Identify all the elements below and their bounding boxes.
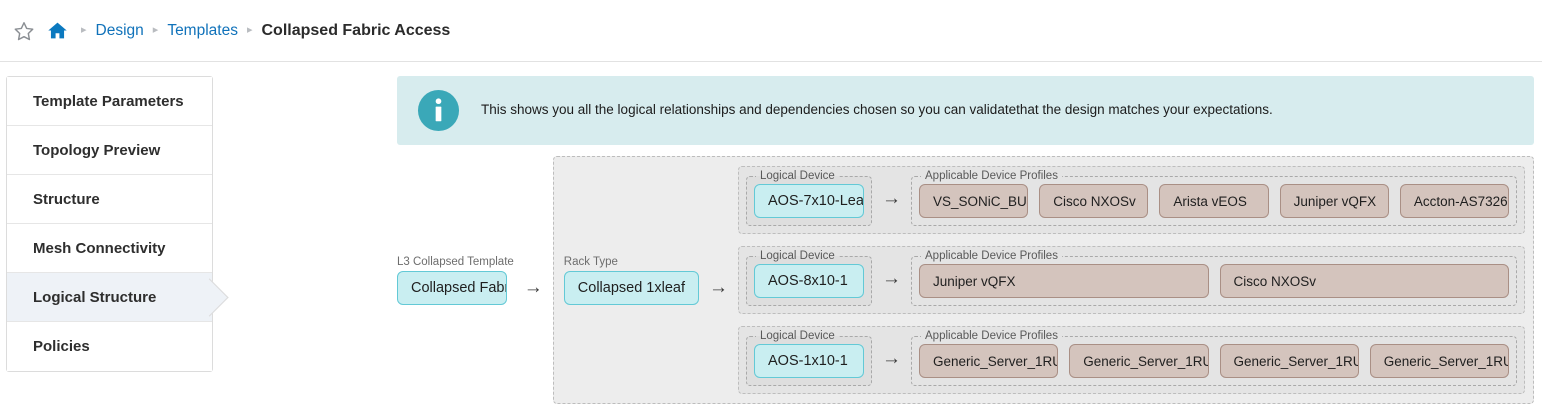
logical-device-rows: Logical Device AOS-7x10-Leaf → Applicabl… <box>738 166 1525 394</box>
device-profile-chip[interactable]: Generic_Server_1RU_1x1... <box>1219 344 1359 378</box>
device-profile-chip[interactable]: Generic_Server_1RU_1x1... <box>1069 344 1209 378</box>
arrow-rack-to-devices: → <box>709 277 728 298</box>
l3-collapsed-template-node: L3 Collapsed Template Collapsed Fabr... <box>397 256 514 305</box>
logical-device-fieldset: Logical Device AOS-7x10-Leaf <box>746 170 872 226</box>
rack-type-group: Rack Type Collapsed 1xleaf <box>563 255 699 305</box>
home-icon[interactable] <box>47 20 68 41</box>
breadcrumb-bar: ▸ Design ▸ Templates ▸ Collapsed Fabric … <box>0 0 1542 62</box>
table-row: Logical Device AOS-8x10-1 → Applicable D… <box>738 246 1525 314</box>
sidebar-nav: Template Parameters Topology Preview Str… <box>6 76 213 372</box>
arrow-ld-to-profiles: → <box>882 187 901 209</box>
breadcrumb-separator-3: ▸ <box>246 24 253 36</box>
applicable-device-profiles-legend: Applicable Device Profiles <box>925 170 1058 182</box>
star-outline-icon[interactable] <box>13 20 35 42</box>
info-banner-text: This shows you all the logical relations… <box>481 102 1273 118</box>
sidebar-item-policies[interactable]: Policies <box>7 322 212 371</box>
rack-type-label: Rack Type <box>563 255 618 268</box>
logical-device-fieldset: Logical Device AOS-8x10-1 <box>746 250 872 306</box>
info-circle-icon <box>417 89 460 132</box>
l3-collapsed-template-label: L3 Collapsed Template <box>397 255 514 268</box>
breadcrumb-separator-1: ▸ <box>81 24 87 36</box>
arrow-ld-to-profiles: → <box>882 267 901 289</box>
applicable-device-profiles-fieldset: Applicable Device Profiles VS_SONiC_BUZZ… <box>911 170 1517 226</box>
applicable-device-profiles-fieldset: Applicable Device Profiles Juniper vQFX … <box>911 250 1517 306</box>
logical-device-fieldset: Logical Device AOS-1x10-1 <box>746 330 872 386</box>
breadcrumb-link-design[interactable]: Design <box>95 21 144 39</box>
device-profile-chip[interactable]: Generic_Server_1RU_1x1... <box>919 344 1059 378</box>
applicable-device-profiles-legend: Applicable Device Profiles <box>925 330 1058 342</box>
rack-type-node: Rack Type Collapsed 1xleaf → <box>563 255 738 305</box>
logical-device-chip[interactable]: AOS-7x10-Leaf <box>754 184 864 218</box>
applicable-device-profiles-legend: Applicable Device Profiles <box>925 250 1058 262</box>
device-profile-chip[interactable]: Generic_Server_1RU_1x1... <box>1369 344 1509 378</box>
sidebar-item-label: Template Parameters <box>33 92 184 110</box>
arrow-template-to-rack: → <box>523 277 543 298</box>
logical-device-legend: Logical Device <box>760 170 835 182</box>
breadcrumb-link-templates[interactable]: Templates <box>167 21 238 39</box>
table-row: Logical Device AOS-7x10-Leaf → Applicabl… <box>738 166 1525 234</box>
page-body: Template Parameters Topology Preview Str… <box>0 62 1542 413</box>
device-profile-chip[interactable]: Accton-AS7326-5... <box>1399 184 1510 218</box>
table-row: Logical Device AOS-1x10-1 → Applicable D… <box>738 326 1525 394</box>
breadcrumb-separator-2: ▸ <box>152 24 159 36</box>
sidebar-item-label: Structure <box>33 190 100 208</box>
device-profile-chip[interactable]: Arista vEOS <box>1159 184 1269 218</box>
sidebar-item-template-parameters[interactable]: Template Parameters <box>7 77 212 126</box>
device-profile-chip[interactable]: Juniper vQFX <box>919 264 1209 298</box>
logical-device-legend: Logical Device <box>760 330 835 342</box>
main-content: This shows you all the logical relations… <box>213 62 1542 404</box>
applicable-device-profiles-fieldset: Applicable Device Profiles Generic_Serve… <box>911 330 1517 386</box>
sidebar-item-logical-structure[interactable]: Logical Structure <box>7 273 212 322</box>
l3-collapsed-template-chip[interactable]: Collapsed Fabr... <box>397 270 507 305</box>
breadcrumb-current-page: Collapsed Fabric Access <box>261 21 451 39</box>
logical-device-chip[interactable]: AOS-8x10-1 <box>754 264 864 298</box>
device-profile-chip[interactable]: Juniper vQFX <box>1279 184 1389 218</box>
rack-type-chip[interactable]: Collapsed 1xleaf <box>563 270 699 305</box>
device-profile-chip[interactable]: Cisco NXOSv <box>1219 264 1509 298</box>
rack-type-container: Rack Type Collapsed 1xleaf → Logical Dev… <box>552 156 1534 404</box>
sidebar-item-label: Logical Structure <box>33 288 157 306</box>
sidebar-item-label: Mesh Connectivity <box>33 239 166 257</box>
logical-device-chip[interactable]: AOS-1x10-1 <box>754 344 864 378</box>
sidebar-item-label: Policies <box>33 338 90 355</box>
sidebar-item-structure[interactable]: Structure <box>7 175 212 224</box>
sidebar-item-topology-preview[interactable]: Topology Preview <box>7 126 212 175</box>
sidebar-item-label: Topology Preview <box>33 141 161 159</box>
device-profile-chip[interactable]: VS_SONiC_BUZZN... <box>919 184 1029 218</box>
logical-device-legend: Logical Device <box>760 250 835 262</box>
sidebar-item-mesh-connectivity[interactable]: Mesh Connectivity <box>7 224 212 273</box>
logical-structure-diagram: L3 Collapsed Template Collapsed Fabr... … <box>397 156 1534 404</box>
device-profile-chip[interactable]: Cisco NXOSv <box>1039 184 1149 218</box>
info-banner: This shows you all the logical relations… <box>397 76 1534 145</box>
arrow-ld-to-profiles: → <box>882 347 901 369</box>
